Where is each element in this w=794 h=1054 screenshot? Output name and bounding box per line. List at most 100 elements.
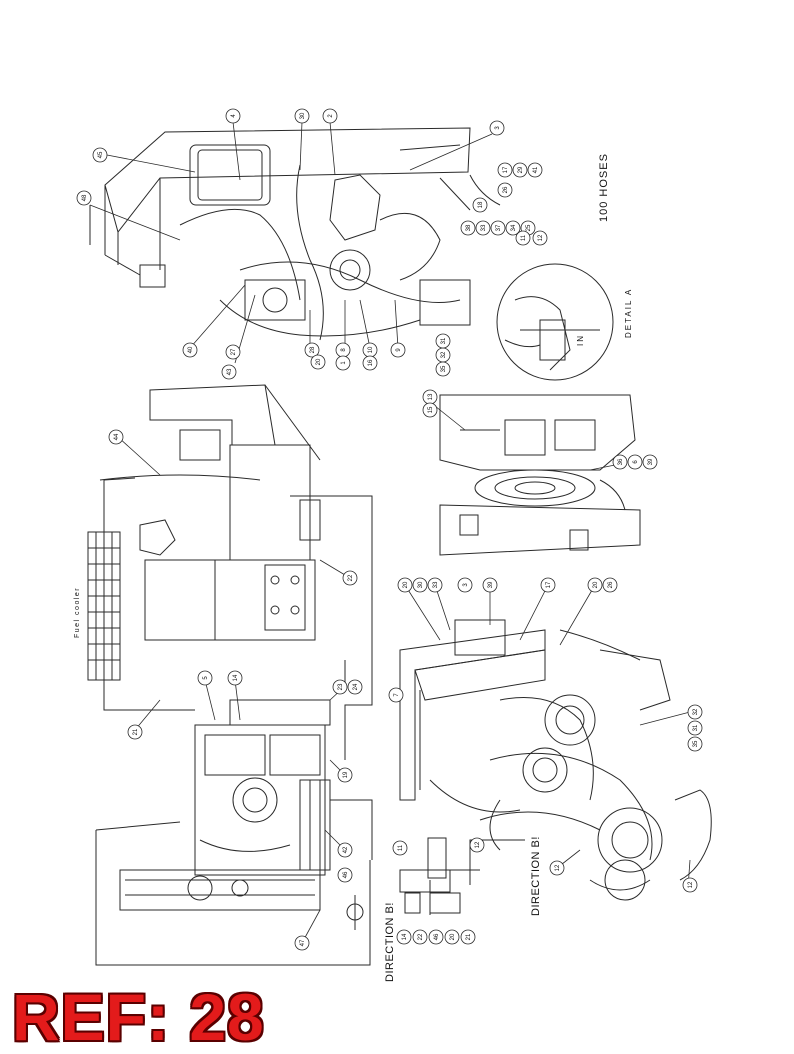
callout-41: 41 [527, 162, 543, 178]
svg-text:32: 32 [441, 351, 447, 358]
svg-text:11: 11 [521, 234, 527, 241]
callout-b-46: 46 [428, 929, 444, 945]
svg-text:26: 26 [608, 581, 614, 588]
callout-row-right-4: 3 [457, 577, 473, 593]
callout-row-right-7: 20 [587, 577, 603, 593]
hose-routing [95, 477, 525, 966]
callout-row-right-6: 17 [540, 577, 556, 593]
callout-26: 26 [497, 182, 513, 198]
svg-text:5: 5 [203, 676, 209, 680]
callout-12: 12 [532, 230, 548, 246]
callout-bubbles: 4 30 2 3 45 48 17 29 41 26 18 38 33 37 3… [76, 108, 703, 951]
in-label: IN [576, 334, 585, 346]
svg-text:32: 32 [693, 708, 699, 715]
callout-15: 15 [422, 402, 438, 418]
callout-right-31: 31 [687, 720, 703, 736]
svg-text:14: 14 [402, 933, 408, 940]
callout-right-12a: 12 [549, 860, 565, 876]
svg-text:21: 21 [466, 933, 472, 940]
callout-39: 39 [642, 454, 658, 470]
svg-text:33: 33 [433, 581, 439, 588]
direction-b-right-label: DIRECTION B! [530, 836, 542, 916]
callout-7: 7 [388, 687, 404, 703]
svg-text:35: 35 [693, 740, 699, 747]
detail-a-label: DETAIL A [624, 287, 633, 338]
callout-b-21: 21 [460, 929, 476, 945]
callout-27: 27 [225, 344, 241, 360]
svg-text:3: 3 [463, 583, 469, 587]
callout-34: 34 [505, 220, 521, 236]
callout-row-right-5: 39 [482, 577, 498, 593]
svg-text:36: 36 [618, 458, 624, 465]
svg-text:10: 10 [368, 346, 374, 353]
callout-b-12: 12 [469, 837, 485, 853]
callout-31: 31 [435, 333, 451, 349]
svg-text:26: 26 [503, 186, 509, 193]
top-engine-assembly [89, 127, 501, 341]
svg-text:11: 11 [398, 844, 404, 851]
svg-text:17: 17 [546, 581, 552, 588]
callout-17: 17 [497, 162, 513, 178]
svg-text:20: 20 [403, 581, 409, 588]
svg-text:28: 28 [310, 346, 316, 353]
callout-right-35: 35 [687, 736, 703, 752]
callout-b-14: 14 [396, 929, 412, 945]
svg-text:40: 40 [188, 346, 194, 353]
callout-13: 13 [422, 389, 438, 405]
callout-20: 20 [310, 354, 326, 370]
callout-6: 6 [627, 454, 643, 470]
callout-43: 43 [221, 364, 237, 380]
svg-text:18: 18 [478, 201, 484, 208]
callout-b-22: 22 [412, 929, 428, 945]
svg-text:20: 20 [316, 358, 322, 365]
callout-leaders [89, 121, 691, 944]
svg-text:12: 12 [538, 234, 544, 241]
svg-text:14: 14 [233, 674, 239, 681]
callout-18: 18 [472, 197, 488, 213]
svg-text:21: 21 [133, 728, 139, 735]
hoses-title: 100 HOSES [598, 153, 610, 222]
svg-text:33: 33 [481, 224, 487, 231]
right-engine-assembly [399, 619, 712, 901]
callout-row-right-2: 30 [412, 577, 428, 593]
callout-8: 8 [335, 342, 351, 358]
svg-text:16: 16 [368, 359, 374, 366]
left-engine-assembly [119, 699, 331, 911]
svg-text:30: 30 [418, 581, 424, 588]
callout-row-right-3: 33 [427, 577, 443, 593]
svg-text:30: 30 [300, 112, 306, 119]
svg-text:22: 22 [348, 574, 354, 581]
svg-text:12: 12 [688, 881, 694, 888]
svg-text:41: 41 [533, 166, 539, 173]
svg-text:9: 9 [396, 348, 402, 352]
callout-16: 16 [362, 355, 378, 371]
svg-text:37: 37 [496, 224, 502, 231]
ref-number-label: REF: 28 [12, 980, 265, 1054]
callout-48: 48 [76, 190, 92, 206]
callout-23: 23 [332, 679, 348, 695]
svg-text:12: 12 [555, 864, 561, 871]
callout-28: 28 [304, 342, 320, 358]
svg-text:39: 39 [488, 581, 494, 588]
direction-b-fitting [346, 837, 461, 930]
callout-36: 36 [612, 454, 628, 470]
callout-33: 33 [475, 220, 491, 236]
callout-14: 14 [227, 670, 243, 686]
svg-text:44: 44 [114, 433, 120, 440]
svg-text:39: 39 [648, 458, 654, 465]
callout-47: 47 [294, 935, 310, 951]
callout-19: 19 [337, 767, 353, 783]
callout-4: 4 [225, 108, 241, 124]
callout-21: 21 [127, 724, 143, 740]
callout-5: 5 [197, 670, 213, 686]
svg-text:47: 47 [300, 939, 306, 946]
callout-40: 40 [182, 342, 198, 358]
callout-b-11: 11 [392, 840, 408, 856]
callout-9: 9 [390, 342, 406, 358]
svg-text:43: 43 [227, 368, 233, 375]
svg-text:13: 13 [428, 393, 434, 400]
svg-text:20: 20 [450, 933, 456, 940]
pulley-assembly-view [439, 394, 641, 556]
callout-22: 22 [342, 570, 358, 586]
svg-text:31: 31 [693, 724, 699, 731]
